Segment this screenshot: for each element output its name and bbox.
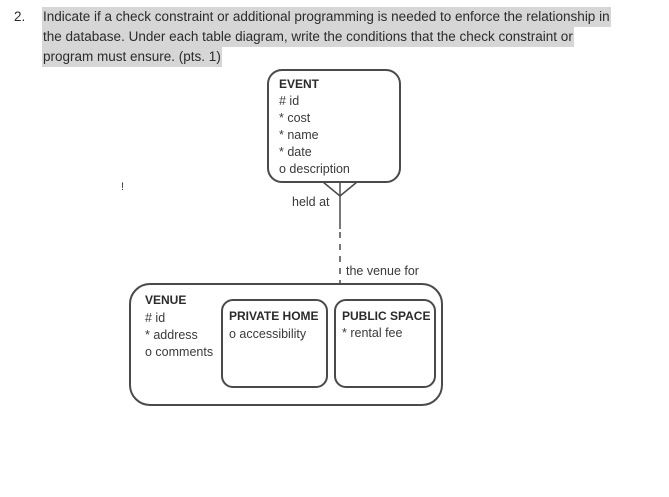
crows-foot-event [322, 181, 358, 197]
question-text-line-1: Indicate if a check constraint or additi… [42, 7, 611, 27]
entity-private-home-box [221, 299, 328, 388]
question-text-line-3: program must ensure. (pts. 1) [42, 47, 222, 67]
entity-private-home: PRIVATE HOME o accessibility [221, 299, 328, 388]
entity-private-home-title: PRIVATE HOME [229, 309, 319, 323]
entity-event-attr: * cost [279, 111, 311, 125]
relationship-label-venue-for: the venue for [346, 264, 419, 278]
entity-public-space: PUBLIC SPACE * rental fee [334, 299, 436, 388]
entity-venue-title: VENUE [145, 293, 186, 307]
entity-event-attr: * date [279, 145, 312, 159]
entity-private-home-attr: o accessibility [229, 327, 307, 341]
entity-event-attr: # id [279, 94, 299, 108]
entity-event: EVENT # id * cost * name * date o descri… [267, 69, 401, 183]
question-number: 2. [14, 9, 26, 24]
entity-public-space-attr: * rental fee [342, 326, 403, 340]
entity-event-attr: * name [279, 128, 319, 142]
question-text-line-2: the database. Under each table diagram, … [42, 27, 574, 47]
entity-public-space-box [334, 299, 436, 388]
stray-mark: ! [121, 181, 124, 193]
entity-venue-attr: # id [145, 311, 165, 325]
entity-event-title: EVENT [279, 77, 320, 91]
entity-event-attr: o description [279, 162, 350, 176]
entity-venue-attr: o comments [145, 345, 213, 359]
entity-public-space-title: PUBLIC SPACE [342, 309, 430, 323]
entity-venue-attr: * address [145, 328, 198, 342]
entity-event-box [267, 69, 401, 183]
relationship-label-held-at: held at [292, 195, 330, 209]
